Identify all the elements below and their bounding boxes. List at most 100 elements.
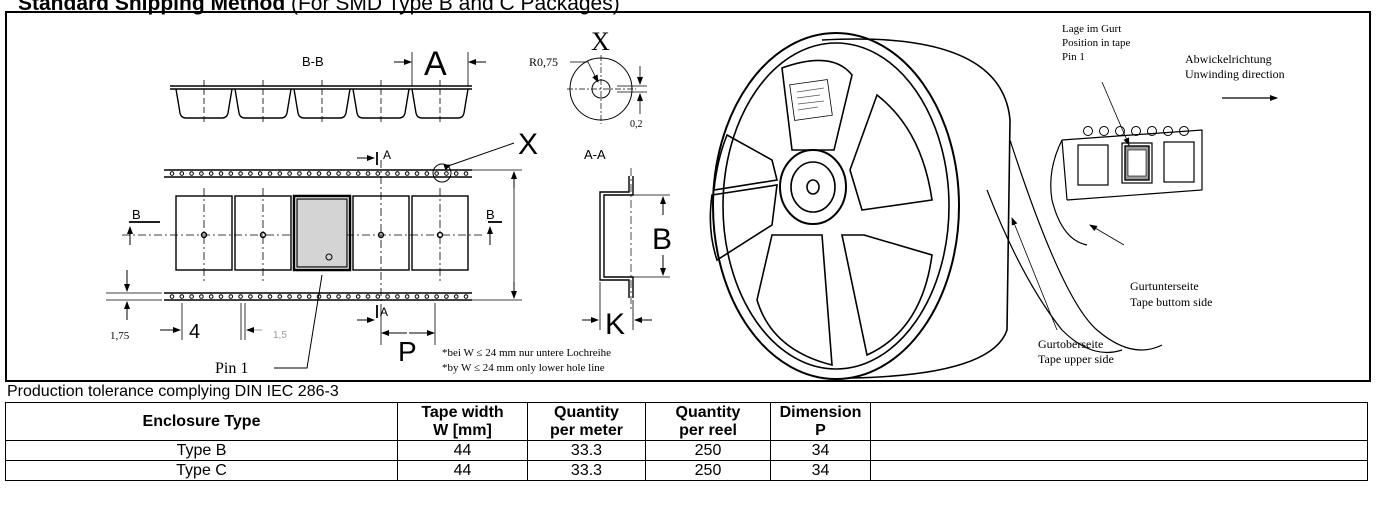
pin1-marker — [325, 253, 333, 261]
label-dim-02: 0,2 — [630, 119, 643, 130]
sprocket-hole — [404, 171, 410, 176]
aa-section-view — [582, 168, 670, 330]
sprocket-hole — [1147, 126, 1157, 136]
drawing-frame: B-B A — [5, 11, 1371, 382]
sprocket-hole — [463, 294, 469, 299]
tape-reel-drawing: B-B A — [106, 23, 1285, 380]
sprocket-hole — [414, 171, 420, 176]
sprocket-hole — [336, 294, 341, 299]
header-enclosure-type: Enclosure Type — [5, 402, 398, 441]
cell-empty — [870, 460, 1368, 481]
cell-empty — [870, 440, 1368, 461]
label-dim-b: B — [652, 223, 672, 256]
sprocket-hole — [336, 171, 341, 176]
sprocket-hole — [248, 171, 253, 176]
sprocket-hole — [365, 294, 371, 299]
sprocket-hole — [238, 171, 243, 176]
label-bottom-de: Gurtunterseite — [1130, 279, 1199, 293]
sprocket-hole — [306, 294, 312, 299]
sprocket-hole — [355, 294, 361, 299]
sprocket-hole — [444, 171, 449, 176]
sprocket-hole — [385, 294, 390, 299]
reel-label-lines — [796, 87, 825, 111]
sprocket-hole — [395, 171, 400, 176]
sprocket-hole — [287, 171, 292, 176]
sprocket-hole — [199, 171, 204, 176]
sprocket-hole — [228, 171, 234, 176]
table-row: Type C 44 33.3 250 34 — [5, 460, 1368, 481]
table-row: Type B 44 33.3 250 34 — [5, 440, 1368, 461]
sprocket-hole — [404, 294, 410, 299]
sprocket-hole — [179, 171, 185, 176]
sprocket-hole — [424, 294, 430, 299]
tolerance-note: Production tolerance complying DIN IEC 2… — [7, 383, 339, 400]
sprocket-hole — [248, 294, 253, 299]
sprocket-hole — [189, 171, 194, 176]
label-dim-a: A — [424, 45, 447, 83]
reel-label — [789, 79, 833, 121]
sprocket-hole — [169, 171, 175, 176]
sprocket-hole — [189, 294, 194, 299]
sprocket-hole — [316, 171, 322, 176]
sprocket-hole — [267, 171, 273, 176]
label-position-pin: Pin 1 — [1062, 51, 1085, 63]
sprocket-hole — [277, 294, 283, 299]
label-dim-175: 1,75 — [110, 330, 130, 342]
sprocket-hole — [414, 294, 420, 299]
unwinding-holes — [1083, 126, 1189, 136]
label-aa: A-A — [584, 147, 606, 162]
cell-enclosure: Type B — [5, 440, 398, 461]
label-dim-k: K — [605, 308, 625, 341]
sprocket-hole — [257, 294, 263, 299]
sprocket-hole — [306, 171, 312, 176]
label-dim-p: P — [398, 336, 417, 367]
bb-section-view — [170, 52, 486, 125]
sprocket-hole — [326, 294, 332, 299]
label-dim-4: 4 — [189, 321, 200, 343]
note-german: *bei W ≤ 24 mm nur untere Lochreihe — [442, 347, 611, 359]
sprocket-hole — [277, 171, 283, 176]
sprocket-hole — [385, 171, 390, 176]
unwinding-tape-view — [1011, 81, 1278, 331]
label-section-a-top: A — [383, 148, 391, 162]
sprocket-hole — [1115, 126, 1125, 136]
label-upper-de: Gurtoberseite — [1038, 337, 1103, 351]
component-in-pocket — [296, 198, 348, 268]
label-dim-15: 1,5 — [273, 330, 287, 341]
sprocket-hole — [208, 294, 214, 299]
label-unwind-en: Unwinding direction — [1185, 67, 1285, 81]
sprocket-hole — [434, 294, 439, 299]
sprocket-hole — [346, 171, 351, 176]
label-pin1: Pin 1 — [215, 360, 248, 377]
sprocket-hole — [228, 294, 234, 299]
reel-view — [709, 32, 1163, 380]
sprocket-hole — [1131, 126, 1141, 136]
cell-qty-reel: 250 — [645, 460, 771, 481]
sprocket-hole — [375, 294, 381, 299]
sprocket-hole — [434, 171, 439, 176]
sprocket-hole — [257, 171, 263, 176]
label-upper-en: Tape upper side — [1038, 352, 1114, 366]
header-empty — [870, 402, 1368, 441]
sprocket-hole — [375, 171, 381, 176]
sprocket-hole — [218, 294, 224, 299]
cell-dimension-p: 34 — [770, 460, 871, 481]
label-bottom-en: Tape buttom side — [1130, 295, 1212, 309]
sprocket-hole — [395, 294, 400, 299]
sprocket-hole — [424, 171, 430, 176]
label-x-title: X — [591, 27, 610, 56]
label-section-a-bottom: A — [380, 305, 388, 319]
sprocket-hole — [238, 294, 243, 299]
cell-qty-meter: 33.3 — [527, 460, 646, 481]
sprocket-hole — [463, 171, 469, 176]
sprocket-hole — [199, 294, 204, 299]
sprocket-hole — [355, 171, 361, 176]
sprocket-hole — [326, 171, 332, 176]
sprocket-hole — [316, 294, 322, 299]
